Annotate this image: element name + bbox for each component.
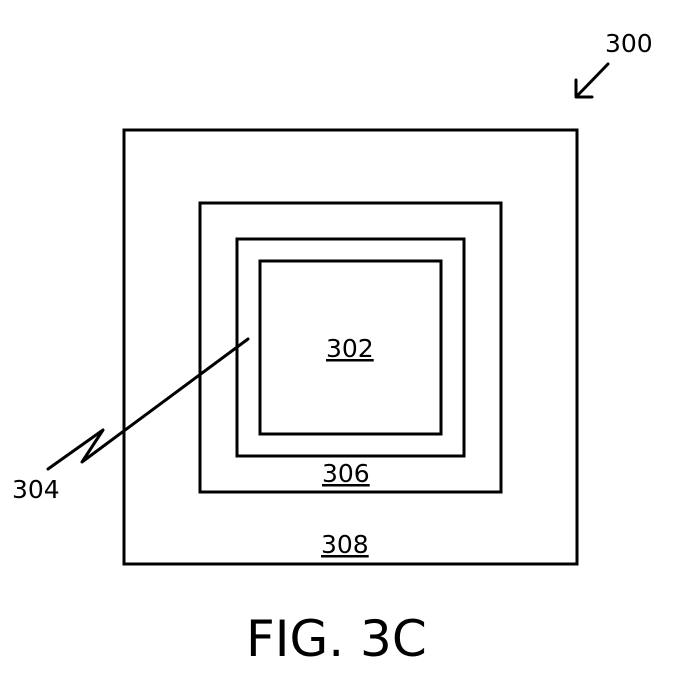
inner-region-box [258, 259, 443, 436]
leader-line-304 [46, 337, 250, 471]
outer-region-box [122, 128, 579, 566]
label-304: 304 [12, 475, 60, 504]
arrow-300 [574, 62, 610, 99]
figure-caption: FIG. 3C [246, 610, 427, 668]
label-306: 306 [322, 459, 370, 488]
label-300: 300 [605, 29, 653, 58]
label-302: 302 [326, 334, 374, 363]
middle-region-box [198, 201, 503, 494]
label-308: 308 [321, 530, 369, 559]
